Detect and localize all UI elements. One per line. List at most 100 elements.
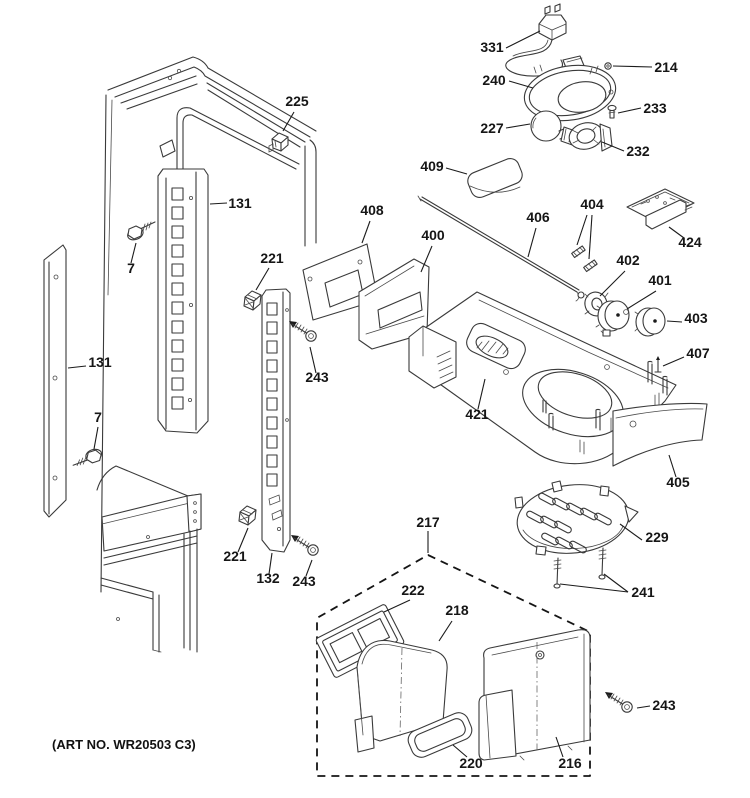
part-131-mounting-rail-right	[157, 168, 209, 434]
callout-7-upper: 7	[127, 242, 137, 276]
part-421-tray	[408, 291, 677, 465]
svg-text:240: 240	[482, 72, 506, 88]
part-233-screw	[607, 104, 617, 119]
callout-225: 225	[282, 93, 309, 132]
svg-text:217: 217	[416, 514, 440, 530]
part-409-cover-pad	[467, 157, 523, 199]
part-241-screws	[553, 547, 607, 589]
part-221-clip-upper	[243, 290, 262, 311]
svg-text:131: 131	[88, 354, 112, 370]
svg-text:408: 408	[360, 202, 384, 218]
svg-text:406: 406	[526, 209, 550, 225]
svg-text:218: 218	[445, 602, 469, 618]
callout-7-lower: 7	[93, 409, 102, 450]
part-214-screw	[604, 62, 612, 70]
callout-227: 227	[480, 120, 531, 136]
callout-218: 218	[438, 602, 469, 642]
part-243-screw-mid	[290, 534, 319, 556]
callout-407: 407	[662, 345, 710, 367]
callout-214: 214	[612, 59, 678, 75]
part-225-clip	[268, 132, 289, 153]
part-404-screws	[571, 245, 598, 273]
svg-text:331: 331	[480, 39, 504, 55]
callout-401: 401	[626, 272, 672, 310]
part-240-lamp-housing	[523, 64, 617, 123]
callout-217: 217	[416, 514, 440, 553]
svg-text:409: 409	[420, 158, 444, 174]
svg-text:220: 220	[459, 755, 483, 771]
svg-text:227: 227	[480, 120, 504, 136]
part-216-housing	[478, 629, 591, 761]
svg-text:232: 232	[626, 143, 650, 159]
svg-text:225: 225	[285, 93, 309, 109]
svg-text:216: 216	[558, 755, 582, 771]
part-243-screw-bottom	[604, 691, 633, 713]
callout-403: 403	[666, 310, 708, 326]
svg-text:404: 404	[580, 196, 604, 212]
part-401-wheel	[595, 300, 630, 337]
part-218-housing	[354, 639, 448, 753]
part-424-control-board	[626, 188, 695, 230]
part-7-bolt-lower	[72, 444, 105, 469]
callout-421: 421	[465, 378, 489, 422]
svg-text:401: 401	[648, 272, 672, 288]
svg-text:221: 221	[260, 250, 284, 266]
svg-text:402: 402	[616, 252, 640, 268]
part-131-mounting-bracket-left	[43, 244, 67, 518]
callout-243-mid: 243	[292, 559, 316, 589]
part-229-grille-cover	[514, 480, 639, 556]
callout-404: 404	[576, 196, 604, 260]
callout-243-bottom: 243	[636, 697, 676, 713]
callout-131-left: 131	[67, 354, 112, 370]
part-220-gasket	[407, 712, 473, 758]
callout-221-lower: 221	[223, 527, 249, 564]
callout-406: 406	[526, 209, 550, 258]
callout-241: 241	[559, 573, 655, 600]
part-406-rod	[417, 195, 585, 302]
callout-408: 408	[360, 202, 384, 244]
callout-131-right: 131	[209, 195, 252, 211]
callout-220: 220	[452, 744, 483, 771]
svg-text:221: 221	[223, 548, 247, 564]
svg-text:243: 243	[292, 573, 316, 589]
svg-text:241: 241	[631, 584, 655, 600]
part-217-kit-outline	[316, 554, 591, 777]
callout-243-upper: 243	[305, 346, 329, 385]
svg-text:7: 7	[94, 409, 102, 425]
svg-text:403: 403	[684, 310, 708, 326]
art-number: (ART NO. WR20503 C3)	[52, 737, 196, 752]
callout-222: 222	[383, 582, 425, 613]
callout-405: 405	[666, 454, 690, 490]
callout-216: 216	[555, 736, 582, 771]
part-405-trim-strip	[612, 402, 708, 467]
callout-233: 233	[617, 100, 667, 116]
svg-text:233: 233	[643, 100, 667, 116]
svg-text:132: 132	[256, 570, 280, 586]
refrigerator-cabinet	[96, 56, 317, 653]
part-7-bolt-upper	[125, 221, 156, 243]
callout-331: 331	[480, 30, 541, 55]
callout-229: 229	[619, 523, 669, 545]
part-243-screw-upper	[288, 320, 317, 342]
part-221-clip-lower	[238, 505, 257, 526]
svg-text:222: 222	[401, 582, 425, 598]
callout-402: 402	[599, 252, 640, 297]
part-400-bracket	[358, 258, 430, 350]
svg-text:421: 421	[465, 406, 489, 422]
svg-text:424: 424	[678, 234, 702, 250]
part-407-pin	[654, 356, 662, 373]
svg-text:7: 7	[127, 260, 135, 276]
callout-232: 232	[601, 141, 650, 159]
callout-424: 424	[668, 226, 702, 250]
svg-text:407: 407	[686, 345, 710, 361]
svg-text:214: 214	[654, 59, 678, 75]
svg-text:405: 405	[666, 474, 690, 490]
svg-text:131: 131	[228, 195, 252, 211]
svg-text:243: 243	[305, 369, 329, 385]
part-132-mounting-rail	[261, 288, 291, 553]
part-403-wheel	[634, 307, 666, 337]
svg-text:243: 243	[652, 697, 676, 713]
svg-text:229: 229	[645, 529, 669, 545]
